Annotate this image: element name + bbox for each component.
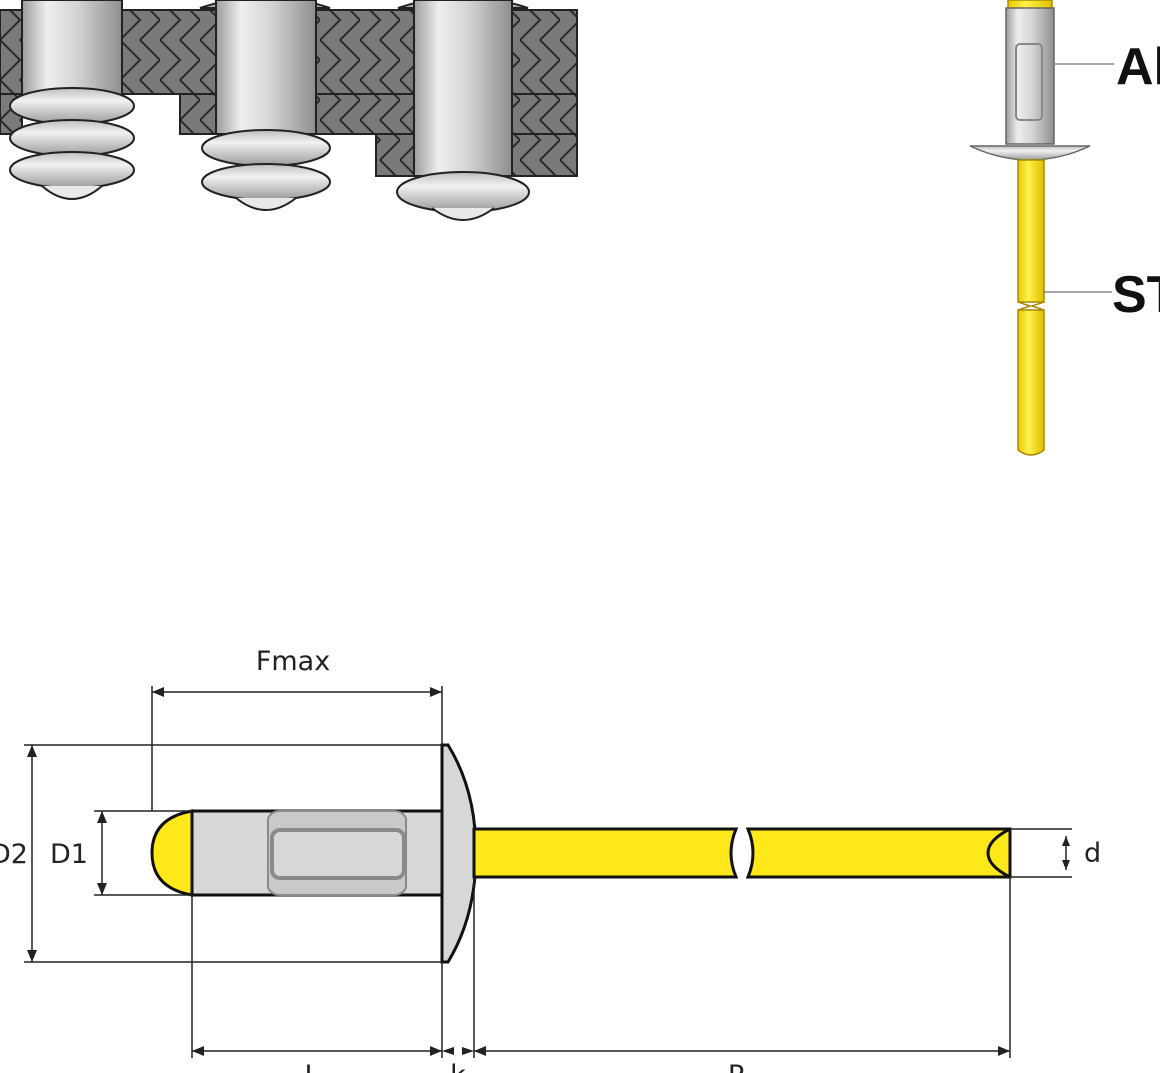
rivet-flange-vertical [969, 145, 1091, 161]
dimension-lines [24, 686, 1072, 1058]
rivet-flange [440, 743, 478, 964]
mandrel-material-label: ST [1112, 266, 1160, 324]
dimension-arrows [27, 687, 1070, 1056]
dim-label-k: k [450, 1060, 466, 1073]
dim-label-d: d [1084, 838, 1101, 869]
mandrel-shaft-lower [1017, 309, 1045, 456]
mandrel-shaft-upper [1017, 159, 1045, 303]
rivet-body-vertical [1005, 7, 1055, 145]
dim-label-d2: D2 [0, 839, 28, 870]
dim-label-fmax: Fmax [256, 646, 330, 677]
body-groove [1015, 43, 1043, 121]
installed-rivet-3 [396, 0, 530, 221]
body-groove-side [270, 828, 406, 880]
mandrel-break-notch [1017, 301, 1045, 311]
dim-label-l: L [304, 1060, 319, 1073]
plate-lower-step-1 [179, 93, 217, 135]
vertical-rivet-illustration: Al ST [969, 0, 1160, 456]
installed-rivets-illustration [0, 0, 578, 221]
dim-label-d1: D1 [50, 839, 88, 870]
body-material-label: Al [1116, 38, 1160, 96]
installed-rivet-2 [199, 0, 331, 211]
mandrel-head [150, 809, 194, 897]
mandrel-end-cap [986, 827, 1011, 879]
installed-rivet-1 [9, 0, 135, 200]
dimensioned-rivet-drawing: Fmax D2 D1 d L k P [0, 646, 1101, 1073]
mandrel-shaft-2 [745, 827, 1012, 879]
dim-label-p: P [728, 1060, 744, 1073]
mandrel-shaft-1 [472, 827, 739, 879]
